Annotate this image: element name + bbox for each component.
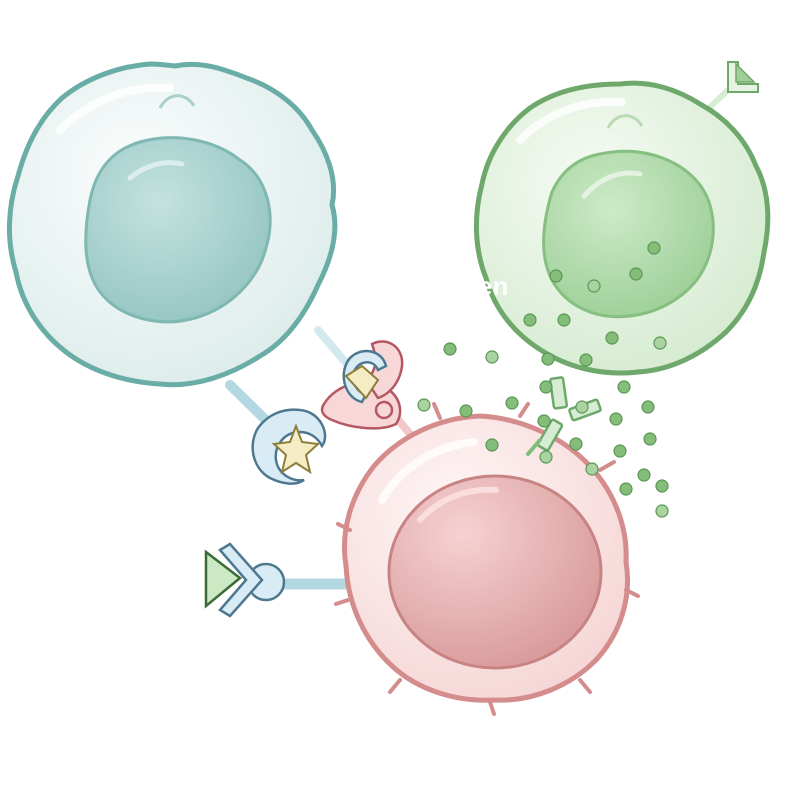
teal-cell-fold — [158, 94, 196, 109]
cytokine-dot — [485, 350, 499, 364]
green-cell-highlight — [516, 97, 626, 144]
cytokine-dot — [643, 432, 657, 446]
cytokine-dot — [619, 482, 633, 496]
antibody-arm-upper — [548, 376, 569, 410]
teal-cell-highlight — [56, 83, 174, 134]
cytokine-dot — [653, 336, 667, 350]
pink-target-cell-icon — [334, 402, 640, 716]
cytokine-dot — [613, 444, 627, 458]
cytokine-dot — [569, 437, 583, 451]
cytokine-dot — [609, 412, 623, 426]
cytokine-dot — [655, 504, 669, 518]
cytokine-dot — [641, 400, 655, 414]
cytokine-dot — [485, 438, 499, 452]
mhc-knob — [374, 400, 394, 420]
pink-nucleus — [387, 474, 603, 670]
teal-nucleus — [84, 136, 272, 324]
cytokine-dot — [605, 331, 619, 345]
cytokine-dot — [541, 352, 555, 366]
receptor-cup — [251, 408, 327, 485]
small-triangle-marker-icon — [727, 61, 759, 93]
cytokine-dot — [655, 479, 669, 493]
teal-nucleus-shine — [127, 160, 185, 181]
cytokine-dot — [539, 450, 553, 464]
chevron-green — [204, 549, 243, 609]
teal-lymphocyte-icon — [7, 61, 338, 388]
peptide-antigen — [344, 364, 380, 400]
cytokine-dot — [505, 396, 519, 410]
pink-nucleus-shine — [417, 486, 499, 523]
fragment-label: en — [478, 271, 508, 301]
cytokine-dot — [629, 267, 643, 281]
green-nucleus-shine — [581, 170, 643, 199]
marker-triangle — [735, 62, 756, 83]
green-lymphocyte-icon — [473, 80, 771, 376]
chevron-blue — [218, 542, 264, 618]
cytokine-dot — [617, 380, 631, 394]
cytokine-dot — [459, 404, 473, 418]
cytokine-dot — [417, 398, 431, 412]
star-antigen-receptor-icon — [251, 408, 327, 485]
pink-cell-highlight — [378, 438, 478, 504]
pink-cell-microvilli — [334, 402, 640, 716]
cytokine-dot — [647, 241, 661, 255]
tcr-receptor — [342, 349, 388, 404]
cytokine-dot — [637, 468, 651, 482]
mhc-complex-icon — [320, 340, 404, 430]
cytokine-dot — [443, 342, 457, 356]
cytokine-cloud — [417, 241, 669, 518]
cytokine-dot — [557, 313, 571, 327]
cytokine-dot — [587, 279, 601, 293]
star-antigen — [271, 423, 321, 475]
cytokine-dot — [549, 269, 563, 283]
antibody-tail — [526, 438, 542, 456]
antibody-stem — [536, 418, 564, 452]
chevron-ligand-icon — [204, 542, 286, 618]
cytokine-dot — [579, 353, 593, 367]
green-cell-fold — [606, 114, 644, 129]
antibody-icon — [526, 376, 602, 456]
cytokine-dot — [523, 313, 537, 327]
cytokine-dot — [537, 414, 551, 428]
cytokine-dot — [585, 462, 599, 476]
cytokine-dot — [575, 400, 589, 414]
cytokine-dot — [539, 380, 553, 394]
